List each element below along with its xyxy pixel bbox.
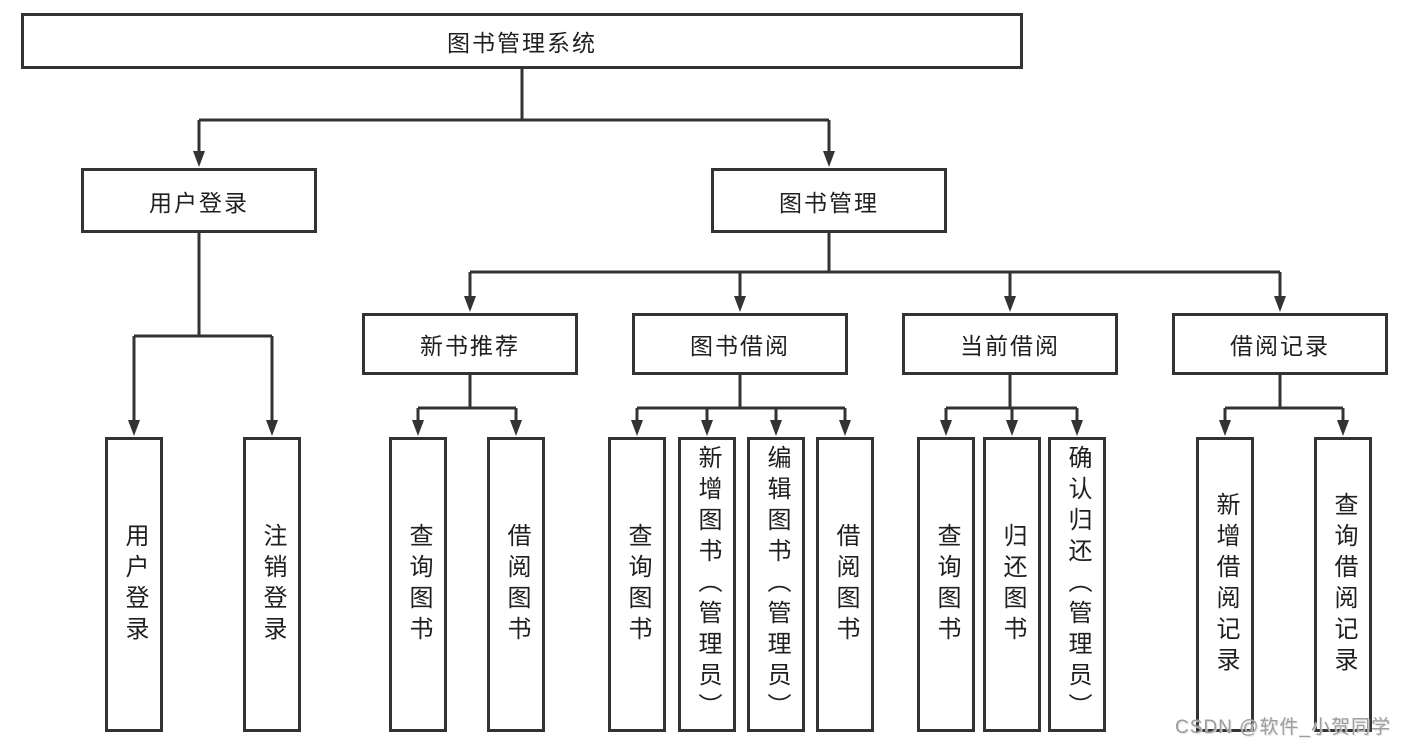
arrow-down-icon (701, 420, 713, 436)
arrow-down-icon (1274, 296, 1286, 312)
leaf-borrow-books: 借阅图书 (487, 437, 545, 732)
leaf-return-book: 归还图书 (983, 437, 1041, 732)
arrow-down-icon (1071, 420, 1083, 436)
arrow-down-icon (193, 151, 205, 167)
arrow-down-icon (128, 420, 140, 436)
node-book-management: 图书管理 (711, 168, 947, 233)
arrow-down-icon (1337, 420, 1349, 436)
arrow-down-icon (510, 420, 522, 436)
node-user-login: 用户登录 (81, 168, 317, 233)
csdn-watermark: CSDN @软件_小贺同学 (1175, 717, 1391, 738)
arrow-down-icon (823, 151, 835, 167)
leaf-add-book-admin: 新增图书（管理员） (678, 437, 736, 732)
arrow-down-icon (266, 420, 278, 436)
leaf-borrow-books: 借阅图书 (816, 437, 874, 732)
arrow-down-icon (940, 420, 952, 436)
node-borrowing-records: 借阅记录 (1172, 313, 1388, 375)
connector-recommend-to-leaves (412, 375, 522, 436)
connector-borrow-to-leaves (631, 375, 851, 436)
leaf-logout: 注销登录 (243, 437, 301, 732)
leaf-query-books: 查询图书 (608, 437, 666, 732)
arrow-down-icon (839, 420, 851, 436)
arrow-down-icon (631, 420, 643, 436)
node-book-borrowing: 图书借阅 (632, 313, 848, 375)
arrow-down-icon (1006, 420, 1018, 436)
connector-login-to-leaves (128, 233, 278, 436)
arrow-down-icon (1004, 296, 1016, 312)
arrow-down-icon (770, 420, 782, 436)
arrow-down-icon (464, 296, 476, 312)
leaf-query-books: 查询图书 (389, 437, 447, 732)
arrow-down-icon (412, 420, 424, 436)
leaf-user-login: 用户登录 (105, 437, 163, 732)
leaf-query-books: 查询图书 (917, 437, 975, 732)
leaf-confirm-return-admin: 确认归还（管理员） (1048, 437, 1106, 732)
connector-history-to-leaves (1219, 375, 1349, 436)
arrow-down-icon (734, 296, 746, 312)
node-book-management-system: 图书管理系统 (21, 13, 1023, 69)
node-current-borrowing: 当前借阅 (902, 313, 1118, 375)
leaf-edit-book-admin: 编辑图书（管理员） (747, 437, 805, 732)
leaf-add-borrow-record: 新增借阅记录 (1196, 437, 1254, 732)
leaf-query-borrow-record: 查询借阅记录 (1314, 437, 1372, 732)
node-new-book-recommend: 新书推荐 (362, 313, 578, 375)
connector-root-to-level2 (193, 69, 835, 167)
arrow-down-icon (1219, 420, 1231, 436)
connector-current-to-leaves (940, 375, 1083, 436)
connector-mgmt-to-level3 (464, 233, 1286, 312)
